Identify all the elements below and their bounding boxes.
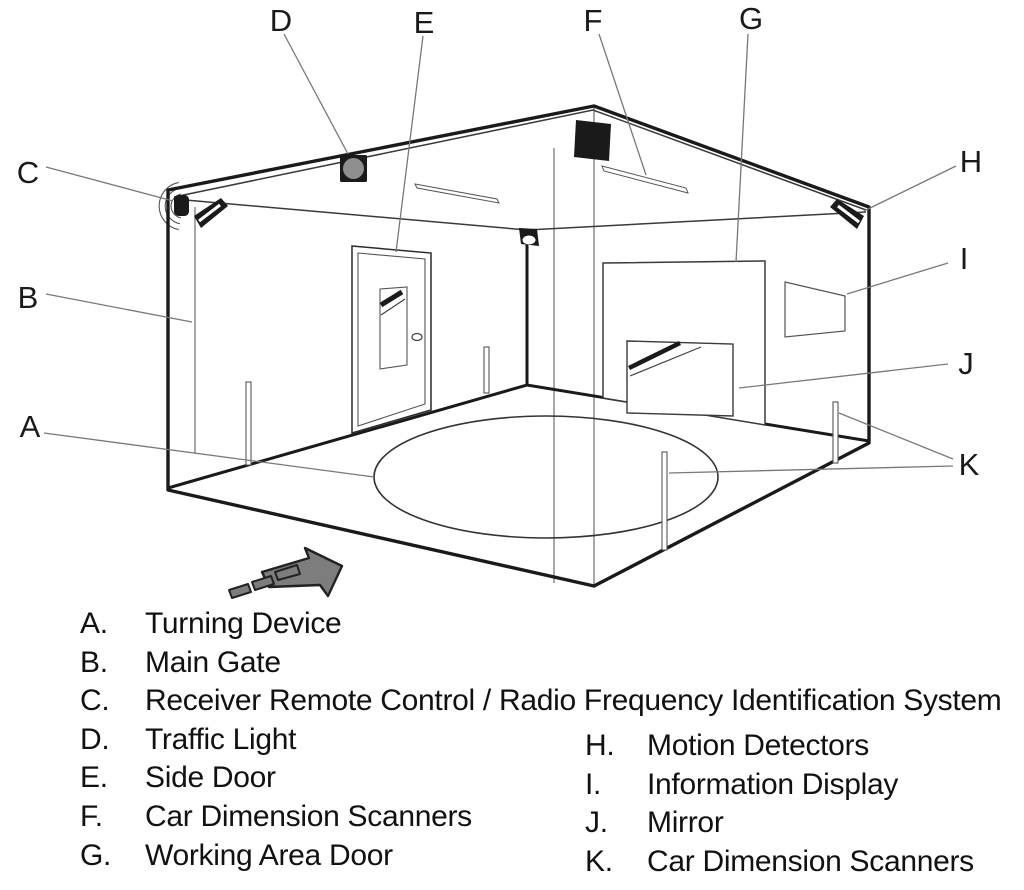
entrance-arrow-icon — [228, 546, 344, 599]
side-door-window — [379, 286, 408, 370]
leader-line-C — [45, 166, 174, 202]
corner-lamp-icon — [519, 228, 539, 246]
callout-letter-K: K — [959, 447, 980, 482]
scanner-post — [245, 381, 252, 466]
legend-label: Motion Detectors — [647, 729, 869, 762]
leader-line-J — [738, 363, 949, 389]
legend-letter: C. — [80, 684, 110, 717]
leader-line-E — [395, 35, 424, 253]
legend-letter: I. — [585, 768, 602, 801]
legend-label: Receiver Remote Control / Radio Frequenc… — [145, 684, 1002, 717]
room-outline — [166, 104, 871, 588]
motion-detector-left-icon — [194, 198, 228, 228]
legend-label: Traffic Light — [145, 723, 297, 756]
legend-letter: E. — [80, 761, 108, 794]
information-display — [784, 281, 846, 338]
mirror-reflection-line — [629, 346, 702, 377]
legend-item-H: H. Motion Detectors — [585, 727, 869, 765]
window-reflection-line — [380, 298, 406, 316]
legend-label: Information Display — [647, 768, 899, 801]
callout-letter-D: D — [270, 3, 292, 38]
arrow-dash — [274, 564, 301, 581]
callout-letter-E: E — [414, 5, 435, 40]
leader-line-A — [43, 432, 375, 478]
wall-top-inner-edge — [173, 198, 867, 231]
legend-item-C: C. Receiver Remote Control / Radio Freque… — [80, 682, 1002, 720]
mirror — [626, 340, 734, 417]
scanner-post — [661, 451, 668, 551]
legend-item-D: D. Traffic Light — [80, 721, 296, 759]
side-door — [351, 245, 432, 434]
callout-letter-C: C — [17, 155, 39, 190]
legend-label: Turning Device — [145, 607, 342, 640]
legend-item-A: A. Turning Device — [80, 605, 342, 643]
callout-letter-J: J — [958, 346, 974, 381]
leader-line-G — [735, 33, 749, 263]
callout-letter-A: A — [20, 409, 41, 444]
traffic-light-lens — [343, 158, 364, 179]
legend-item-E: E. Side Door — [80, 759, 276, 797]
legend-letter: J. — [585, 806, 608, 839]
leader-line-I — [846, 262, 949, 295]
motion-detector-icon — [830, 199, 864, 229]
legend-label: Mirror — [647, 806, 724, 839]
legend-letter: A. — [80, 607, 108, 640]
legend-letter: G. — [80, 839, 112, 872]
legend-item-F: F. Car Dimension Scanners — [80, 798, 472, 836]
legend-label: Working Area Door — [145, 839, 393, 872]
receiver-icon — [174, 195, 189, 216]
mirror-reflection-stripe — [628, 340, 681, 371]
callout-letter-H: H — [960, 144, 982, 179]
scanner-strip-left — [414, 183, 500, 204]
leader-line-F — [598, 33, 647, 176]
window-reflection-stripe — [379, 289, 404, 308]
legend-letter: H. — [585, 729, 615, 762]
leader-line-K2 — [668, 465, 954, 474]
scanner-post — [483, 346, 490, 394]
legend-label: Side Door — [145, 761, 276, 794]
legend-item-K: K. Car Dimension Scanners — [585, 843, 974, 881]
legend-item-J: J. Mirror — [585, 804, 724, 842]
leader-line-D — [283, 33, 349, 155]
legend-item-G: G. Working Area Door — [80, 837, 393, 875]
callout-letter-F: F — [584, 3, 603, 38]
leader-line-H — [863, 165, 957, 212]
legend-label: Car Dimension Scanners — [647, 845, 974, 878]
arrow-dash — [228, 583, 252, 599]
callout-letters: A B C D E F G H I J K — [17, 1, 982, 482]
callout-letter-I: I — [960, 241, 969, 276]
legend-letter: K. — [585, 845, 613, 878]
leader-line-B — [45, 293, 193, 323]
scanner-post — [832, 401, 839, 464]
callout-letter-G: G — [739, 1, 763, 36]
scanner-box-icon — [574, 120, 611, 161]
side-door-panel — [357, 252, 426, 427]
legend-letter: D. — [80, 723, 110, 756]
legend-item-B: B. Main Gate — [80, 644, 281, 682]
legend-letter: F. — [80, 800, 103, 833]
legend-label: Main Gate — [145, 646, 281, 679]
callout-letter-B: B — [18, 280, 39, 315]
legend-label: Car Dimension Scanners — [145, 800, 472, 833]
legend-letter: B. — [80, 646, 108, 679]
door-knob — [411, 332, 423, 342]
legend-item-I: I. Information Display — [585, 766, 898, 804]
leader-line-K1 — [838, 412, 954, 460]
scanner-strip-right — [601, 165, 689, 194]
wall-top-outer-inner-edge — [173, 109, 867, 211]
arrow-dash — [251, 575, 275, 591]
scanner-posts — [245, 346, 839, 551]
traffic-light-icon — [340, 155, 367, 182]
